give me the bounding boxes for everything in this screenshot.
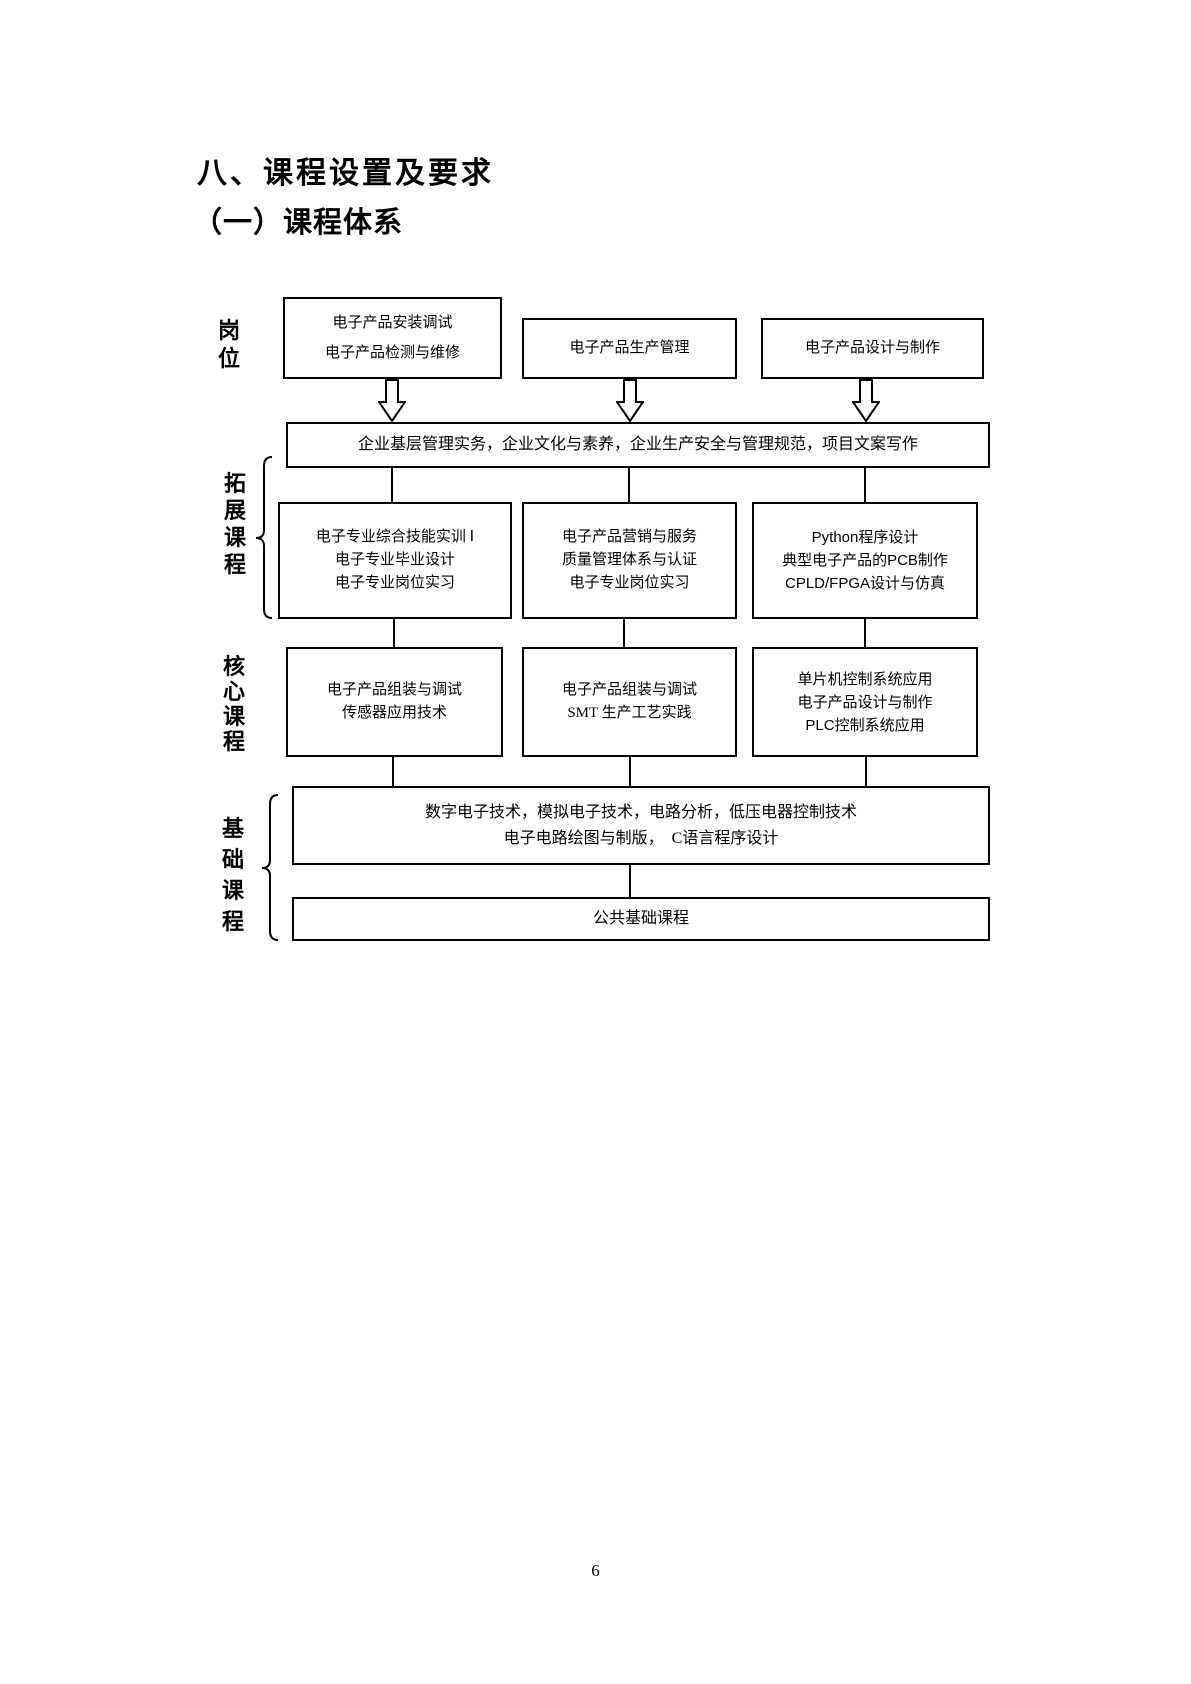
connector-line (629, 863, 631, 897)
core-box-middle: 电子产品组装与调试 SMT 生产工艺实践 (522, 647, 737, 757)
core-box-left: 电子产品组装与调试 传感器应用技术 (286, 647, 503, 757)
box-line: 电子产品检测与维修 (324, 345, 460, 361)
row-label-foundation-courses: 基础课程 (221, 816, 244, 934)
foundation-courses-brace-icon (261, 794, 279, 941)
box-line: Python程序设计 (811, 529, 919, 546)
box-line: 单片机控制系统应用 (797, 670, 933, 688)
box-line: 电子产品组装与调试 (561, 682, 697, 698)
connector-line (864, 617, 866, 647)
foundation-box-public-basics: 公共基础课程 (292, 897, 990, 941)
job-box-design-manufacture: 电子产品设计与制作 (761, 318, 984, 379)
row-label-core-courses: 核心课程 (222, 654, 245, 754)
extended-box-right: Python程序设计 典型电子产品的PCB制作 CPLD/FPGA设计与仿真 (752, 502, 978, 619)
down-arrow-icon (616, 379, 644, 423)
box-line: 传感器应用技术 (341, 705, 447, 721)
job-box-production-management: 电子产品生产管理 (522, 318, 737, 379)
connector-line (865, 755, 867, 786)
subsection-title: （一）课程体系 (193, 207, 404, 239)
bridge-box-enterprise-practice: 企业基层管理实务，企业文化与素养，企业生产安全与管理规范，项目文案写作 (286, 422, 990, 468)
connector-line (391, 466, 393, 502)
row-label-positions: 岗位 (217, 318, 240, 371)
box-line: 公共基础课程 (592, 910, 689, 927)
section-title: 八、课程设置及要求 (197, 157, 494, 190)
box-line: 数字电子技术，模拟电子技术，电路分析，低压电器控制技术 (424, 803, 857, 821)
core-box-right: 单片机控制系统应用 电子产品设计与制作 PLC控制系统应用 (752, 647, 978, 757)
box-line: 电子专业综合技能实训 Ⅰ (315, 529, 475, 545)
box-line: 电子电路绘图与制版， C语言程序设计 (503, 829, 779, 847)
box-line: 电子产品设计与制作 (804, 340, 940, 356)
job-box-install-debug: 电子产品安装调试 电子产品检测与维修 (283, 297, 502, 379)
connector-line (623, 617, 625, 647)
box-line: 电子产品安装调试 (332, 315, 453, 331)
box-line: 电子专业岗位实习 (569, 575, 690, 591)
box-line: 电子专业岗位实习 (334, 575, 455, 591)
foundation-box-specialty-basics: 数字电子技术，模拟电子技术，电路分析，低压电器控制技术 电子电路绘图与制版， C… (292, 786, 990, 865)
extended-box-left: 电子专业综合技能实训 Ⅰ 电子专业毕业设计 电子专业岗位实习 (278, 502, 512, 619)
box-line: 电子产品生产管理 (569, 340, 690, 356)
box-line: 电子产品营销与服务 (561, 529, 697, 545)
box-line: 电子产品组装与调试 (326, 682, 462, 698)
box-line: 企业基层管理实务，企业文化与素养，企业生产安全与管理规范，项目文案写作 (357, 436, 918, 453)
connector-line (392, 755, 394, 786)
box-line: 典型电子产品的PCB制作 (782, 552, 948, 569)
box-line: 质量管理体系与认证 (561, 552, 697, 568)
extended-box-middle: 电子产品营销与服务 质量管理体系与认证 电子专业岗位实习 (522, 502, 737, 619)
box-line: PLC控制系统应用 (805, 716, 925, 734)
box-line: SMT 生产工艺实践 (567, 705, 692, 721)
connector-line (628, 466, 630, 502)
connector-line (629, 755, 631, 786)
box-line: 电子专业毕业设计 (334, 552, 455, 568)
box-line: 电子产品设计与制作 (797, 693, 933, 711)
extended-courses-brace-icon (255, 456, 273, 619)
box-line: CPLD/FPGA设计与仿真 (784, 575, 946, 592)
down-arrow-icon (378, 379, 406, 423)
connector-line (393, 617, 395, 647)
row-label-extended-courses: 拓展课程 (223, 471, 246, 577)
page-number: 6 (591, 1561, 600, 1580)
down-arrow-icon (852, 379, 880, 423)
connector-line (864, 466, 866, 502)
